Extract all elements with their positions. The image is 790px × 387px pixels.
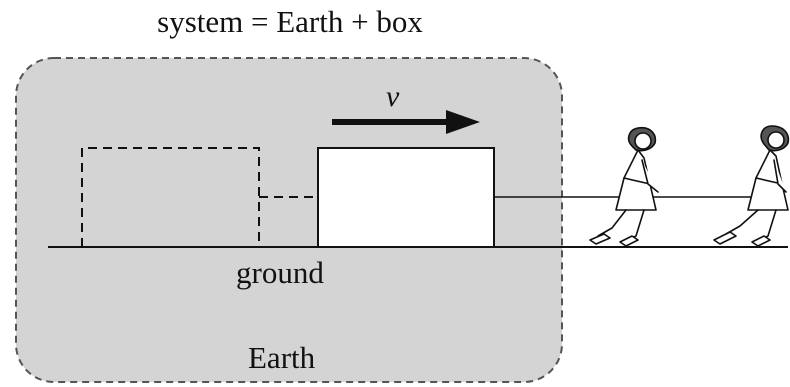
earth-label: Earth xyxy=(248,340,315,376)
velocity-label: v xyxy=(386,80,399,114)
box xyxy=(318,148,494,247)
diagram-title: system = Earth + box xyxy=(0,4,580,40)
person-pulling-icon xyxy=(590,128,658,246)
ground-label: ground xyxy=(236,255,324,291)
person-pulling-icon xyxy=(714,126,788,246)
